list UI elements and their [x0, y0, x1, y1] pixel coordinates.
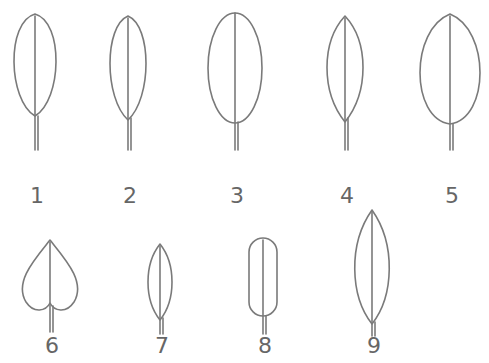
- leaf-number: 1: [30, 185, 44, 207]
- leaf-1: [14, 14, 56, 150]
- leaf-number: 8: [258, 335, 272, 357]
- leaf-5: [420, 14, 480, 150]
- leaf-2: [110, 16, 146, 150]
- leaf-number: 9: [367, 335, 381, 357]
- leaf-6: [22, 240, 77, 332]
- leaf-number: 4: [340, 185, 354, 207]
- leaf-7: [148, 244, 172, 334]
- leaf-number: 3: [230, 185, 244, 207]
- leaf-number: 5: [445, 185, 459, 207]
- leaf-8: [249, 238, 277, 334]
- leaf-9: [355, 210, 390, 336]
- leaf-4: [327, 16, 363, 150]
- leaf-number: 7: [155, 335, 169, 357]
- leaf-number: 6: [45, 335, 59, 357]
- leaf-number: 2: [123, 185, 137, 207]
- leaf-3: [208, 13, 262, 150]
